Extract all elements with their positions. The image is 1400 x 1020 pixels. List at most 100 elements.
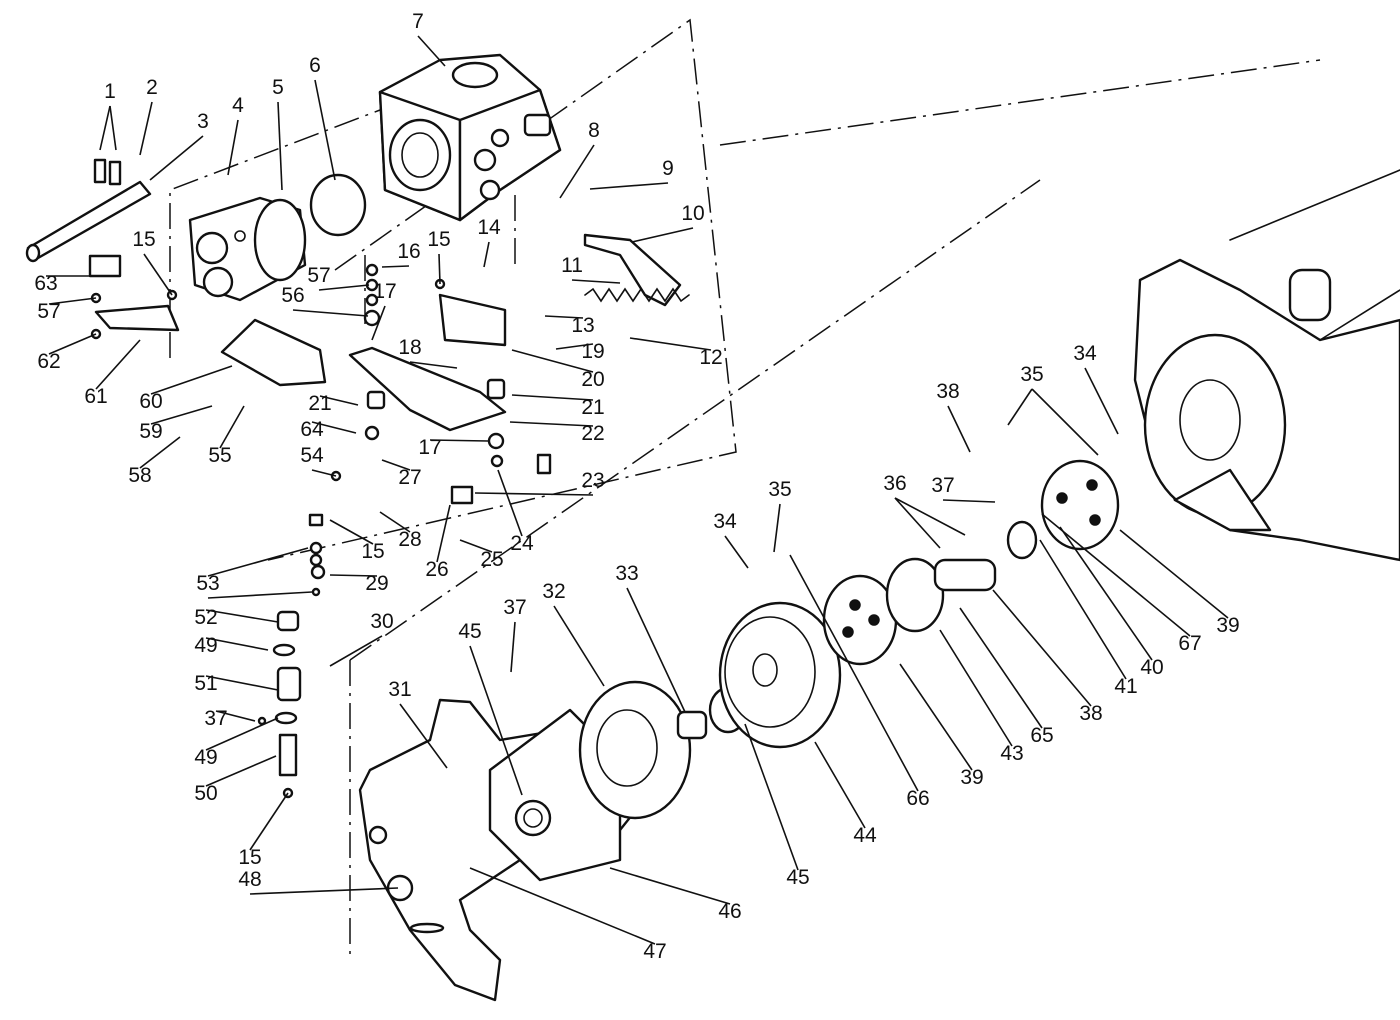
leader-line-c57a xyxy=(318,284,370,291)
callout-c5: 5 xyxy=(272,76,284,99)
belt-pulley xyxy=(718,601,842,749)
leader-line-c30 xyxy=(329,635,383,667)
leader-line-c1a xyxy=(99,105,111,151)
leader-line-c44 xyxy=(814,741,866,829)
leader-line-c23 xyxy=(474,492,594,496)
callout-c37b: 37 xyxy=(503,596,526,619)
leader-line-c35c xyxy=(1031,388,1099,456)
callout-c19: 19 xyxy=(581,340,604,363)
leader-line-c53b xyxy=(207,591,313,599)
leader-line-c26 xyxy=(436,504,451,563)
callout-c11: 11 xyxy=(561,254,583,277)
assembly-guide-lines xyxy=(169,18,1321,960)
callout-c6: 6 xyxy=(309,54,321,77)
callout-c12: 12 xyxy=(699,346,722,369)
callout-c32: 32 xyxy=(542,580,565,603)
callout-c18: 18 xyxy=(398,336,421,359)
fasteners xyxy=(90,263,552,799)
callout-c56: 56 xyxy=(281,284,304,307)
leader-line-c35a xyxy=(773,503,781,553)
leader-line-c47 xyxy=(469,867,656,945)
callout-c49b: 49 xyxy=(194,746,217,769)
leader-line-c34a xyxy=(724,535,749,569)
leader-line-c2 xyxy=(139,101,153,156)
splined-shaft xyxy=(885,520,1038,633)
leader-line-c49b xyxy=(205,717,279,751)
callout-c16: 16 xyxy=(397,240,420,263)
callout-c15d: 15 xyxy=(238,846,261,869)
leader-line-c52 xyxy=(205,609,279,623)
callout-c46: 46 xyxy=(718,900,741,923)
leader-line-c49a xyxy=(205,637,269,651)
callout-c45b: 45 xyxy=(786,866,809,889)
leader-line-c18 xyxy=(409,361,458,369)
return-spring xyxy=(584,287,690,303)
pump-gasket xyxy=(309,173,367,237)
leader-line-c8 xyxy=(559,144,595,199)
callout-c53a: 53 xyxy=(196,572,219,595)
callout-c41: 41 xyxy=(1114,675,1137,698)
leader-line-c54 xyxy=(311,469,337,477)
leader-line-c66 xyxy=(789,554,919,792)
callout-c24: 24 xyxy=(510,532,534,555)
leader-line-c37b xyxy=(510,621,516,673)
callout-c15c: 15 xyxy=(361,540,384,563)
leader-line-c58 xyxy=(139,436,181,469)
callout-c37c: 37 xyxy=(204,707,227,730)
leader-line-c14 xyxy=(483,241,490,268)
leader-line-c32 xyxy=(553,605,605,687)
callout-c62: 62 xyxy=(37,350,60,373)
callout-c45a: 45 xyxy=(458,620,481,643)
leader-line-c10 xyxy=(631,227,694,243)
leader-line-c17a xyxy=(371,305,386,341)
leader-line-c3 xyxy=(149,135,204,181)
leader-line-c7 xyxy=(417,35,446,67)
callout-c7: 7 xyxy=(412,10,424,33)
callout-c34a: 34 xyxy=(713,510,737,533)
callout-c14: 14 xyxy=(477,216,501,239)
leader-line-c64 xyxy=(311,421,357,434)
leader-line-c4 xyxy=(227,119,239,176)
leader-line-c61 xyxy=(95,339,141,390)
leader-line-c27 xyxy=(381,459,411,471)
callout-c23: 23 xyxy=(581,469,604,492)
leader-line-c28 xyxy=(379,511,411,533)
charge-pump xyxy=(188,196,307,302)
bearing-housing xyxy=(578,680,692,820)
bushing xyxy=(676,710,708,740)
leader-line-c5 xyxy=(277,101,283,191)
callout-c55: 55 xyxy=(208,444,231,467)
callout-c52: 52 xyxy=(194,606,217,629)
callout-c50: 50 xyxy=(194,782,217,805)
callout-c2: 2 xyxy=(146,76,158,99)
callout-c38b: 38 xyxy=(1079,702,1102,725)
callout-c29: 29 xyxy=(365,572,388,595)
leader-line-c39b xyxy=(899,663,973,771)
leader-line-c36b xyxy=(894,497,966,536)
mounting-bracket xyxy=(220,318,327,387)
callout-c57b: 57 xyxy=(37,300,60,323)
callout-c15b: 15 xyxy=(427,228,450,251)
pump-housing xyxy=(378,53,562,222)
callout-c9: 9 xyxy=(662,157,674,180)
callout-c34b: 34 xyxy=(1073,342,1097,365)
callout-c36a: 36 xyxy=(883,472,906,495)
callout-c30: 30 xyxy=(370,610,393,633)
leader-line-c16 xyxy=(381,265,410,268)
leader-line-c36a xyxy=(894,497,941,549)
callout-c8: 8 xyxy=(588,119,600,142)
callout-c37a: 37 xyxy=(931,474,954,497)
bracket-plate xyxy=(94,304,180,332)
callout-c17a: 17 xyxy=(373,280,396,303)
leader-line-c40 xyxy=(1059,526,1153,661)
leader-line-c45a xyxy=(469,645,523,796)
callout-c51: 51 xyxy=(194,672,217,695)
callout-c13: 13 xyxy=(571,314,594,337)
leader-line-c31 xyxy=(399,703,448,769)
callout-c3: 3 xyxy=(197,110,209,133)
leader-line-c1b xyxy=(109,105,117,151)
leader-line-c24 xyxy=(497,469,523,537)
leader-line-c35b xyxy=(1007,388,1033,426)
leader-line-c67 xyxy=(1041,513,1191,637)
